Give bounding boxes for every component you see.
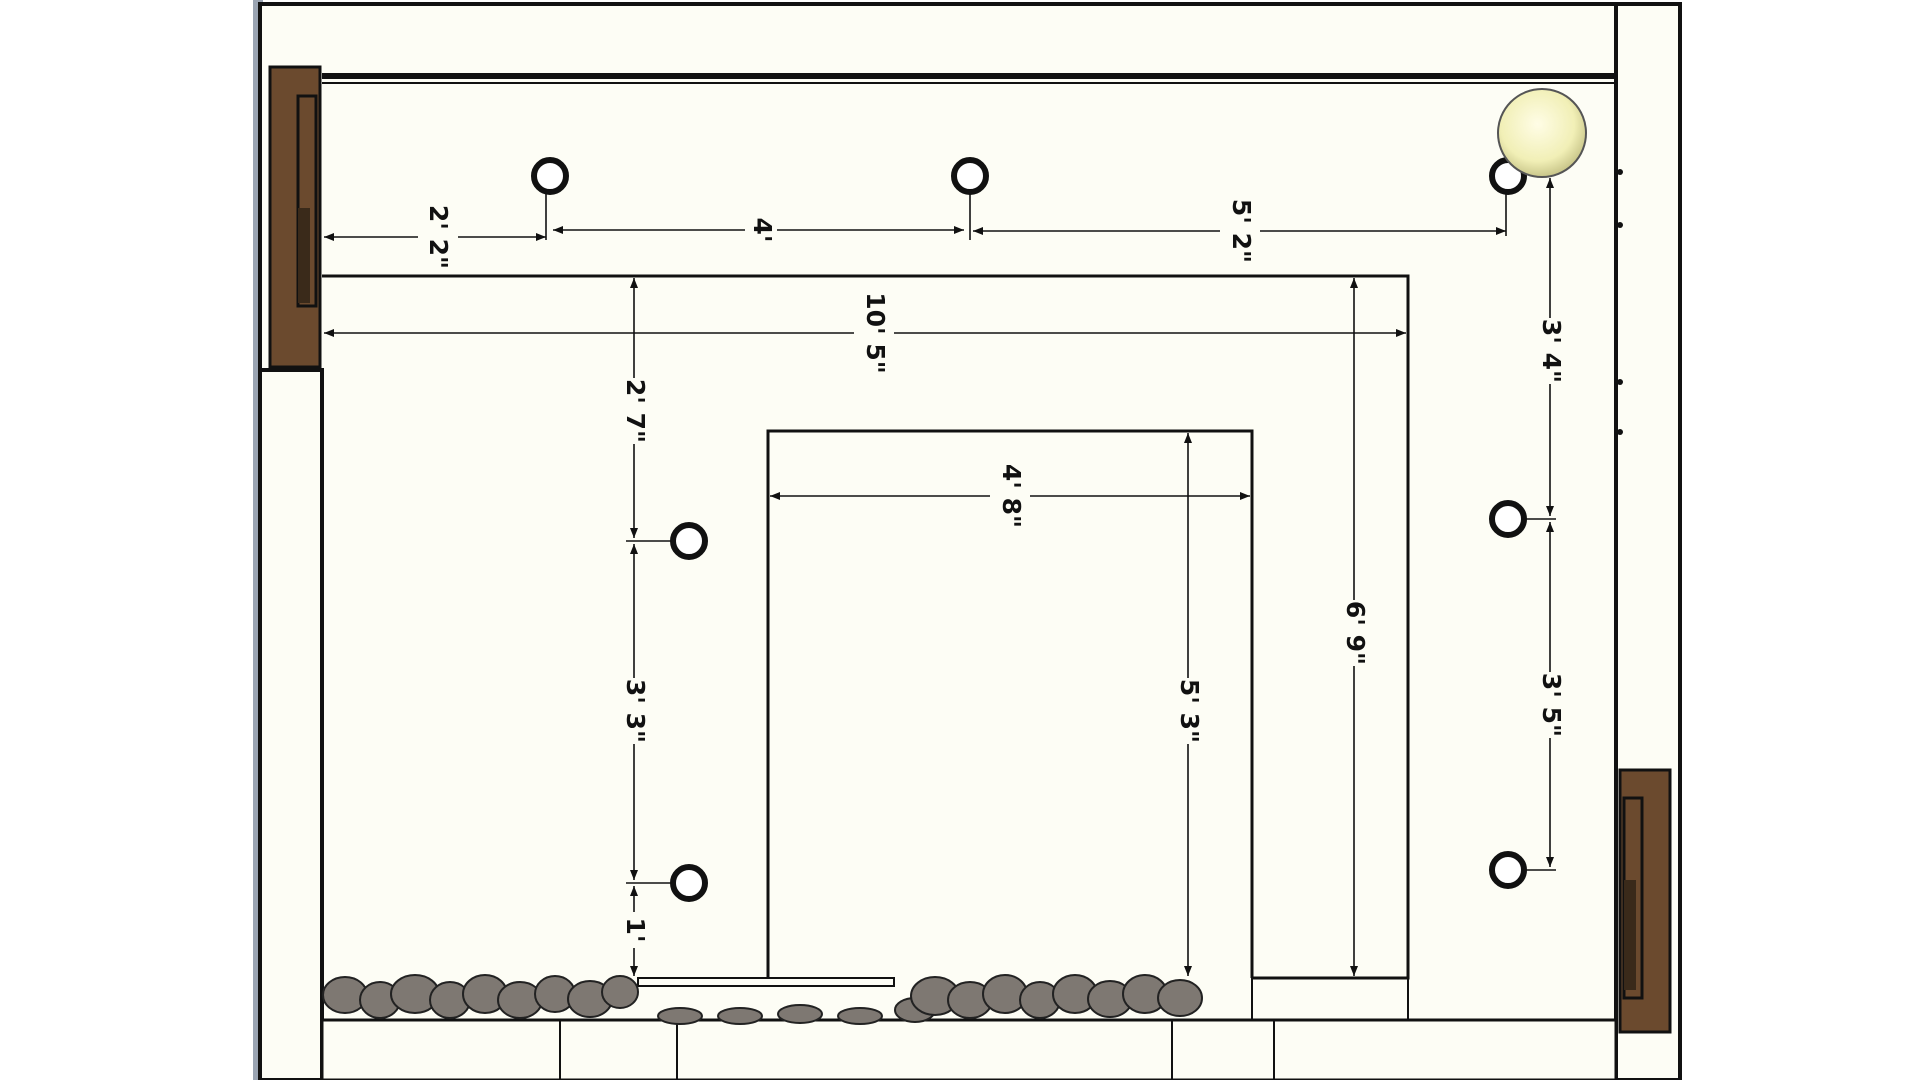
- dimension-labels: 2' 2" 4' 5' 2" 10' 5" 2' 7" 3' 3" 1' 4' …: [418, 199, 1570, 948]
- hearth-top: [320, 1018, 1618, 1080]
- dim-top-left-span: 2' 2": [424, 205, 453, 269]
- decorative-rocks: [322, 974, 1203, 1025]
- dim-surround-width: 10' 5": [861, 292, 890, 374]
- left-sconce: [268, 65, 322, 369]
- firebox-opening: [766, 429, 1254, 978]
- dim-left-bottom-gap: 1': [621, 917, 650, 942]
- firebox-grate: [637, 977, 895, 987]
- right-column-marks: [1617, 169, 1623, 435]
- pendant-lamp-icon: [1497, 88, 1587, 178]
- recessed-light-icon: [1489, 500, 1527, 538]
- recessed-light-icon: [1489, 851, 1527, 889]
- dim-right-upper-drop: 3' 4": [1537, 319, 1566, 383]
- dim-surround-height: 6' 9": [1341, 601, 1370, 665]
- right-sconce: [1618, 768, 1672, 1034]
- dim-opening-width: 4' 8": [997, 464, 1026, 528]
- dim-right-lower-spacing: 3' 5": [1537, 673, 1566, 737]
- dim-opening-height: 5' 3": [1175, 679, 1204, 743]
- recessed-light-icon: [670, 522, 708, 560]
- dim-left-mid-spacing: 3' 3": [621, 679, 650, 743]
- fireplace-surround: [322, 274, 1410, 980]
- recessed-light-icon: [531, 157, 569, 195]
- left-column: [258, 368, 324, 1080]
- recessed-light-icon: [670, 864, 708, 902]
- dim-top-right-span: 5' 2": [1227, 199, 1256, 263]
- dim-left-upper-drop: 2' 7": [621, 379, 650, 443]
- recessed-light-icon: [951, 157, 989, 195]
- dim-top-mid-span: 4': [748, 217, 777, 242]
